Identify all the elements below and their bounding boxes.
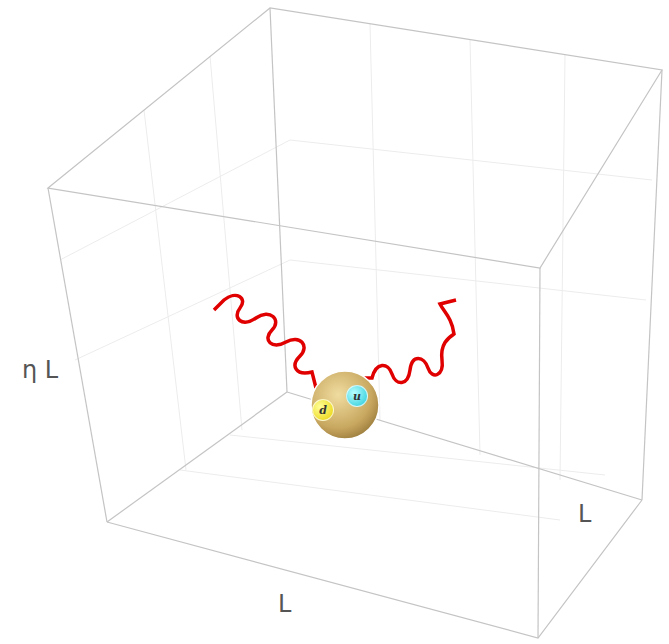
width-label: L — [278, 592, 291, 616]
quark-label: u — [353, 391, 361, 402]
box-edges — [48, 8, 662, 638]
height-label: η L — [22, 358, 58, 382]
grid-lines — [60, 24, 652, 520]
quark-sphere: u — [346, 385, 368, 407]
quark-label: d — [319, 405, 327, 416]
quark-sphere: d — [312, 399, 334, 421]
depth-label: L — [578, 502, 591, 526]
nucleon-ball — [311, 371, 379, 439]
